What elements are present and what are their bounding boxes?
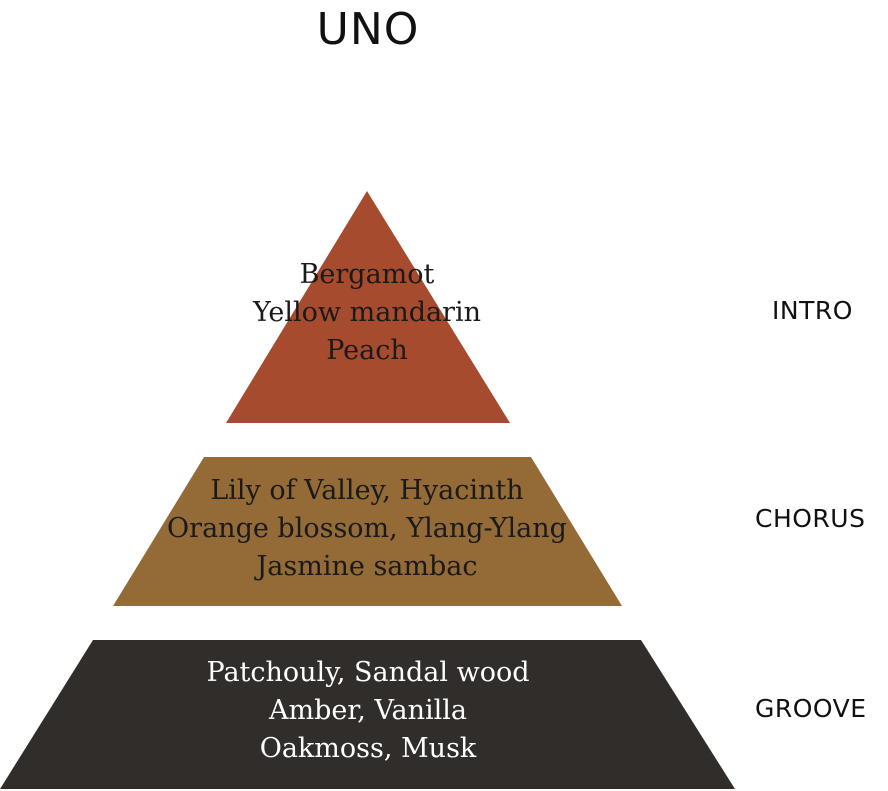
note-item: Yellow mandarin [252,297,482,328]
note-item: Bergamot [299,259,435,290]
note-item: Oakmoss, Musk [259,733,477,764]
top-notes: Bergamot Yellow mandarin Peach [167,256,567,370]
tier-label-chorus: CHORUS [755,504,866,533]
pyramid-middle-tier [113,457,622,606]
note-item: Peach [326,335,408,366]
pyramid-base-tier [0,640,735,789]
note-item: Patchouly, Sandal wood [206,657,530,688]
note-item: Orange blossom, Ylang-Ylang [167,513,567,544]
note-item: Amber, Vanilla [269,695,467,726]
tier-label-groove: GROOVE [755,694,867,723]
note-item: Jasmine sambac [256,551,478,582]
tier-label-intro: INTRO [772,296,853,325]
page-title: UNO [316,4,420,55]
note-item: Lily of Valley, Hyacinth [210,475,524,506]
base-notes: Patchouly, Sandal wood Amber, Vanilla Oa… [118,654,618,768]
pyramid-top-tier [226,191,510,423]
middle-notes: Lily of Valley, Hyacinth Orange blossom,… [142,472,592,586]
